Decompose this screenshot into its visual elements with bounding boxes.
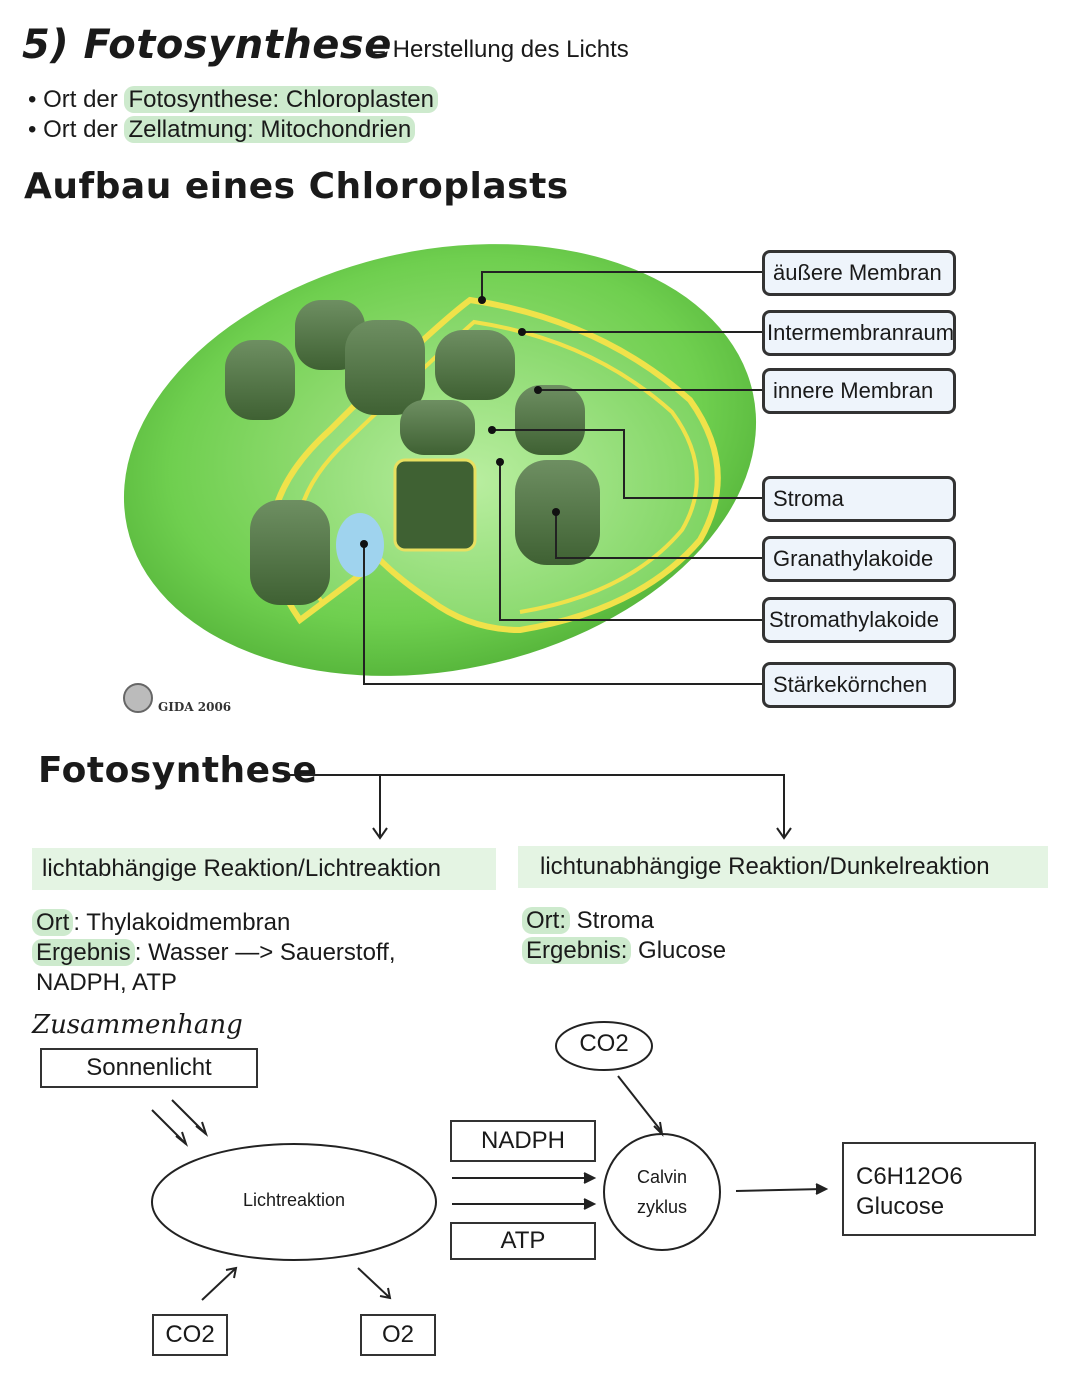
dark-reaction-heading: lichtunabhängige Reaktion/Dunkelreaktion: [518, 846, 1048, 888]
section-title-photosynthesis: Fotosynthese: [30, 750, 317, 791]
dark-ort: Ort: Stroma: [522, 906, 654, 936]
label-grana: Granathylakoide: [762, 536, 956, 582]
section-title-chloroplast: Aufbau eines Chloroplasts: [18, 166, 569, 208]
nadph-box: NADPH: [450, 1120, 596, 1162]
light-reaction-heading: lichtabhängige Reaktion/Lichtreaktion: [32, 848, 496, 890]
co2-top-ellipse: [555, 1021, 653, 1071]
grana-stacks: [225, 300, 600, 605]
light-ergebnis: Ergebnis: Wasser —> Sauerstoff,: [32, 938, 396, 968]
label-intermembrane: Intermembranraum: [762, 310, 956, 356]
bullet-item: • Ort der Zellatmung: Mitochondrien: [28, 116, 416, 144]
gida-logo: [123, 683, 153, 713]
label-starch: Stärkekörnchen: [762, 662, 956, 708]
sunlight-box: Sonnenlicht: [40, 1048, 258, 1088]
diagram-title: Zusammenhang: [32, 1010, 288, 1042]
calvin-label: Calvin zyklus: [636, 1167, 688, 1217]
light-reaction-ellipse: [151, 1143, 437, 1261]
glucose-box: C6H12O6 Glucose: [842, 1142, 1036, 1236]
credit-label: GIDA 2006: [158, 700, 232, 714]
label-inner-membrane: innere Membran: [762, 368, 956, 414]
page-title: 5) Fotosynthese: [0, 22, 392, 68]
label-stroma-thylakoid: Stromathylakoide: [762, 597, 956, 643]
label-outer-membrane: äußere Membran: [762, 250, 956, 296]
light-ergebnis-2: NADPH, ATP: [36, 969, 177, 996]
co2-top-label: CO2: [579, 1030, 629, 1057]
starch-grain-shape: [336, 513, 384, 577]
label-stroma: Stroma: [762, 476, 956, 522]
light-ort: Ort: Thylakoidmembran: [32, 908, 290, 938]
bullet-item: • Ort der Fotosynthese: Chloroplasten: [28, 86, 438, 114]
light-reaction-label: Lichtreaktion: [242, 1190, 346, 1210]
dark-ergebnis: Ergebnis: Glucose: [522, 936, 726, 966]
inner-membrane-line: [295, 319, 699, 614]
o2-out-box: O2: [360, 1314, 436, 1356]
diagram-arrows: [151, 1075, 829, 1301]
label-leaders: [363, 271, 762, 685]
calvin-cycle-circle: [603, 1133, 721, 1251]
title-definition: = Herstellung des Lichts: [372, 36, 629, 63]
co2-in-box: CO2: [152, 1314, 228, 1356]
atp-box: ATP: [450, 1222, 596, 1260]
branch-lines: [284, 774, 792, 840]
